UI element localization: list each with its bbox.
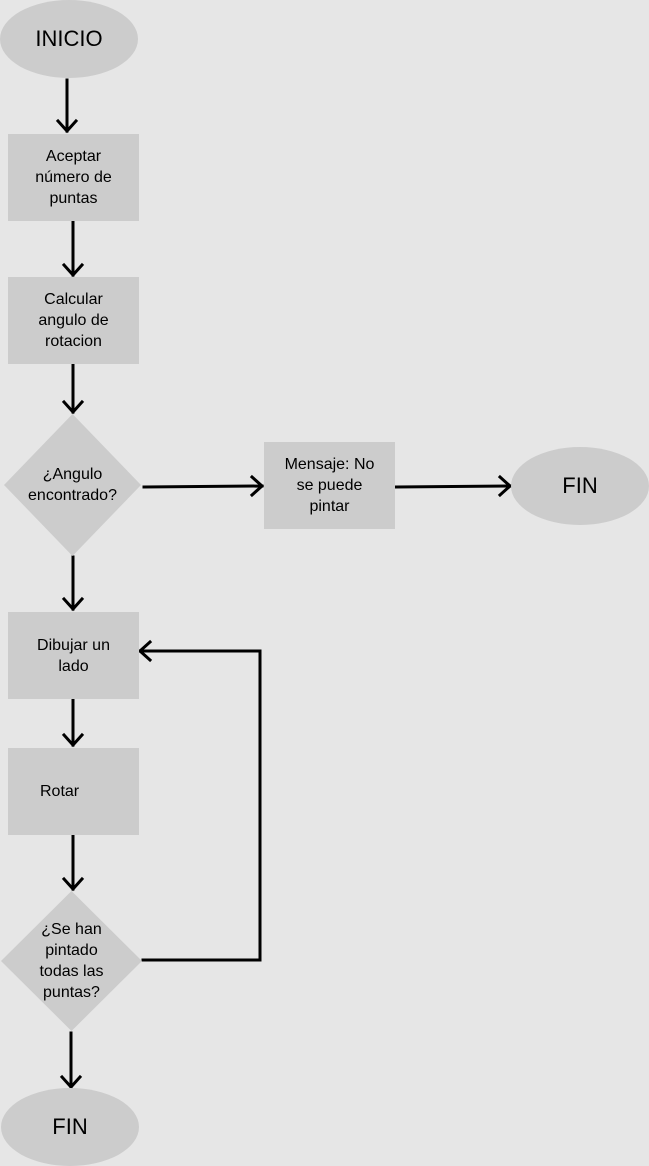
end-oval-right: FIN <box>511 447 649 525</box>
rotate-label: Rotar <box>40 783 80 800</box>
arrowhead-draw-to-rotate <box>61 732 85 748</box>
draw-side-label: Dibujar un lado <box>37 636 110 675</box>
all-points-painted-label: ¿Se han pintado todas las puntas? <box>39 921 104 1001</box>
calculate-angle-step: Calcular angulo de rotacion <box>8 277 139 364</box>
arrowhead-calc-to-decision <box>61 399 85 415</box>
accept-points-label: Aceptar número de puntas <box>35 148 112 207</box>
draw-side-step: Dibujar un lado <box>8 612 139 699</box>
cannot-paint-message-label: Mensaje: No se puede pintar <box>284 456 375 515</box>
loop-back-connector <box>138 649 262 962</box>
end-oval-bottom: FIN <box>1 1088 139 1166</box>
accept-points-step: Aceptar número de puntas <box>8 134 139 221</box>
arrowhead-message-to-end <box>497 474 513 498</box>
arrowhead-rotate-to-check <box>61 876 85 892</box>
end-bottom-label: FIN <box>52 1114 88 1139</box>
angle-found-decision: ¿Angulo encontrado? <box>4 414 141 556</box>
diamond-shape <box>4 414 141 556</box>
arrowhead-loop-back <box>137 639 153 663</box>
arrowhead-decision-to-message <box>249 474 265 498</box>
start-label: INICIO <box>35 26 103 51</box>
start-oval: INICIO <box>0 0 138 78</box>
calculate-angle-label: Calcular angulo de rotacion <box>38 291 109 350</box>
arrowhead-accept-to-calc <box>61 262 85 278</box>
arrow-decision-to-message <box>142 484 264 489</box>
angle-found-label: ¿Angulo encontrado? <box>28 466 117 504</box>
arrowhead-start-to-accept <box>55 118 79 134</box>
all-points-painted-decision: ¿Se han pintado todas las puntas? <box>1 891 142 1031</box>
rotate-step: Rotar <box>8 748 139 835</box>
diamond-shape <box>1 891 142 1031</box>
arrow-message-to-end <box>394 484 512 489</box>
arrowhead-decision-to-draw <box>61 596 85 612</box>
end-right-label: FIN <box>562 473 598 498</box>
cannot-paint-message-step: Mensaje: No se puede pintar <box>264 442 395 529</box>
arrowhead-check-to-end <box>59 1074 83 1090</box>
